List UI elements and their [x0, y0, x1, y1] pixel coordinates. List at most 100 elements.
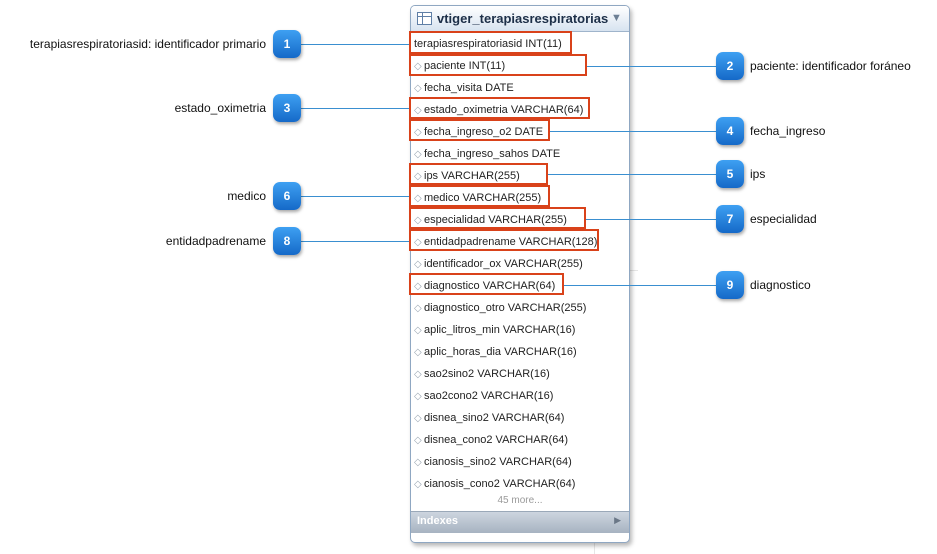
- column-text: fecha_ingreso_sahos DATE: [424, 148, 561, 160]
- connector-line: [586, 219, 716, 220]
- connector-line: [301, 241, 409, 242]
- column-row[interactable]: ◇sao2sino2 VARCHAR(16): [414, 363, 550, 385]
- highlight-box: [409, 119, 550, 141]
- highlight-box: [409, 31, 572, 54]
- column-row[interactable]: ◇cianosis_sino2 VARCHAR(64): [414, 451, 572, 473]
- column-row[interactable]: ◇fecha_ingreso_o2 DATE: [414, 121, 543, 143]
- column-row[interactable]: ◇fecha_ingreso_sahos DATE: [414, 143, 560, 165]
- highlight-box: [409, 273, 564, 295]
- table-icon: [417, 12, 432, 25]
- callout-badge[interactable]: 2: [716, 52, 744, 80]
- column-text: diagnostico_otro VARCHAR(255): [424, 302, 587, 314]
- column-row[interactable]: ◇especialidad VARCHAR(255): [414, 209, 567, 231]
- column-row[interactable]: ◇sao2cono2 VARCHAR(16): [414, 385, 553, 407]
- column-row[interactable]: ◇fecha_visita DATE: [414, 77, 514, 99]
- callout-label: ips: [750, 167, 766, 181]
- diamond-icon: ◇: [414, 303, 422, 314]
- column-row[interactable]: terapiasrespiratoriasid INT(11): [414, 33, 562, 55]
- column-text: entidadpadrename VARCHAR(128): [424, 236, 598, 248]
- callout-label: medico: [227, 189, 266, 203]
- callout-badge[interactable]: 1: [273, 30, 301, 58]
- column-row[interactable]: ◇medico VARCHAR(255): [414, 187, 541, 209]
- callout-label: especialidad: [750, 212, 817, 226]
- column-text: disnea_sino2 VARCHAR(64): [424, 412, 565, 424]
- diamond-icon: ◇: [414, 127, 422, 138]
- column-row[interactable]: ◇paciente INT(11): [414, 55, 505, 77]
- column-text: fecha_ingreso_o2 DATE: [424, 126, 544, 138]
- diamond-icon: ◇: [414, 479, 422, 490]
- column-text: terapiasrespiratoriasid INT(11): [414, 38, 562, 50]
- diamond-icon: ◇: [414, 413, 422, 424]
- expand-arrow-icon[interactable]: ▶: [614, 515, 621, 525]
- column-row[interactable]: ◇ips VARCHAR(255): [414, 165, 520, 187]
- diamond-icon: ◇: [414, 61, 422, 72]
- column-text: diagnostico VARCHAR(64): [424, 280, 556, 292]
- diamond-icon: ◇: [414, 369, 422, 380]
- connector-line: [301, 108, 409, 109]
- diamond-icon: ◇: [414, 391, 422, 402]
- diamond-icon: ◇: [414, 259, 422, 270]
- column-text: sao2cono2 VARCHAR(16): [424, 390, 554, 402]
- diamond-icon: ◇: [414, 193, 422, 204]
- column-text: estado_oximetria VARCHAR(64): [424, 104, 584, 116]
- highlight-box: [409, 54, 587, 76]
- callout-badge[interactable]: 7: [716, 205, 744, 233]
- highlight-box: [409, 207, 586, 229]
- callout-badge[interactable]: 9: [716, 271, 744, 299]
- table-name: vtiger_terapiasrespiratorias: [437, 11, 609, 26]
- column-text: especialidad VARCHAR(255): [424, 214, 567, 226]
- diamond-icon: ◇: [414, 83, 422, 94]
- callout-badge[interactable]: 4: [716, 117, 744, 145]
- diamond-icon: ◇: [414, 149, 422, 160]
- column-text: aplic_horas_dia VARCHAR(16): [424, 346, 577, 358]
- callout-label: estado_oximetria: [174, 101, 266, 115]
- more-columns-link[interactable]: 45 more...: [497, 495, 543, 506]
- column-row[interactable]: ◇diagnostico VARCHAR(64): [414, 275, 555, 297]
- connector-line: [550, 131, 716, 132]
- column-row[interactable]: ◇entidadpadrename VARCHAR(128): [414, 231, 597, 253]
- highlight-box: [409, 97, 590, 119]
- column-row[interactable]: ◇diagnostico_otro VARCHAR(255): [414, 297, 586, 319]
- table-header[interactable]: vtiger_terapiasrespiratorias ▼: [411, 6, 629, 32]
- column-text: medico VARCHAR(255): [424, 192, 542, 204]
- diamond-icon: ◇: [414, 171, 422, 182]
- callout-label: paciente: identificador foráneo: [750, 59, 911, 73]
- canvas-grid-line: [594, 541, 595, 554]
- connector-line: [587, 66, 716, 67]
- diamond-icon: ◇: [414, 347, 422, 358]
- column-row[interactable]: ◇cianosis_cono2 VARCHAR(64): [414, 473, 575, 495]
- indexes-section[interactable]: Indexes ▶: [411, 511, 629, 533]
- diamond-icon: ◇: [414, 105, 422, 116]
- column-text: fecha_visita DATE: [424, 82, 514, 94]
- column-row[interactable]: ◇aplic_litros_min VARCHAR(16): [414, 319, 575, 341]
- column-text: paciente INT(11): [424, 60, 506, 72]
- connector-line: [548, 174, 716, 175]
- callout-badge[interactable]: 6: [273, 182, 301, 210]
- callout-badge[interactable]: 5: [716, 160, 744, 188]
- callout-badge[interactable]: 8: [273, 227, 301, 255]
- connector-line: [301, 196, 409, 197]
- column-row[interactable]: ◇aplic_horas_dia VARCHAR(16): [414, 341, 577, 363]
- column-row[interactable]: ◇disnea_cono2 VARCHAR(64): [414, 429, 568, 451]
- column-row[interactable]: ◇identificador_ox VARCHAR(255): [414, 253, 583, 275]
- diamond-icon: ◇: [414, 325, 422, 336]
- canvas-grid-line: [628, 270, 638, 271]
- column-row[interactable]: ◇disnea_sino2 VARCHAR(64): [414, 407, 564, 429]
- connector-line: [301, 44, 409, 45]
- diamond-icon: ◇: [414, 435, 422, 446]
- diamond-icon: ◇: [414, 215, 422, 226]
- column-text: aplic_litros_min VARCHAR(16): [424, 324, 576, 336]
- column-text: cianosis_cono2 VARCHAR(64): [424, 478, 576, 490]
- callout-badge[interactable]: 3: [273, 94, 301, 122]
- column-row[interactable]: ◇estado_oximetria VARCHAR(64): [414, 99, 583, 121]
- diamond-icon: ◇: [414, 237, 422, 248]
- column-text: ips VARCHAR(255): [424, 170, 520, 182]
- diamond-icon: ◇: [414, 281, 422, 292]
- column-text: sao2sino2 VARCHAR(16): [424, 368, 550, 380]
- callout-label: diagnostico: [750, 278, 811, 292]
- column-text: cianosis_sino2 VARCHAR(64): [424, 456, 572, 468]
- highlight-box: [409, 185, 550, 207]
- collapse-arrow-icon[interactable]: ▼: [611, 12, 622, 24]
- connector-line: [564, 285, 716, 286]
- callout-label: entidadpadrename: [165, 234, 266, 248]
